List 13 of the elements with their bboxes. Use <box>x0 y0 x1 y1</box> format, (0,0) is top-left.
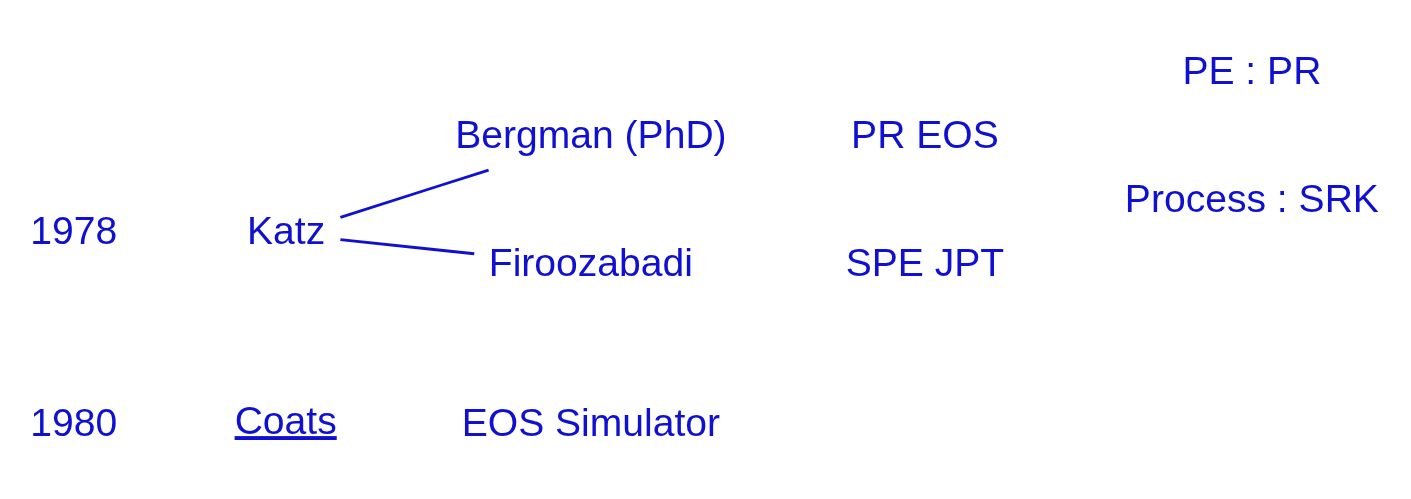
label: 1980 <box>30 400 118 444</box>
label: PE : PR <box>1182 48 1322 92</box>
label: EOS Simulator <box>461 400 721 444</box>
node-text: Firoozabadi <box>488 240 693 284</box>
label: PR EOS <box>851 112 999 156</box>
label: Coats <box>234 398 337 442</box>
connector <box>339 168 490 219</box>
node-text: Bergman (PhD) <box>455 112 727 156</box>
label: SPE JPT <box>845 240 1005 284</box>
label: Process : SRK <box>1124 176 1379 220</box>
connector <box>340 237 475 255</box>
node-text: Katz <box>247 208 326 252</box>
label: 1978 <box>30 208 118 252</box>
